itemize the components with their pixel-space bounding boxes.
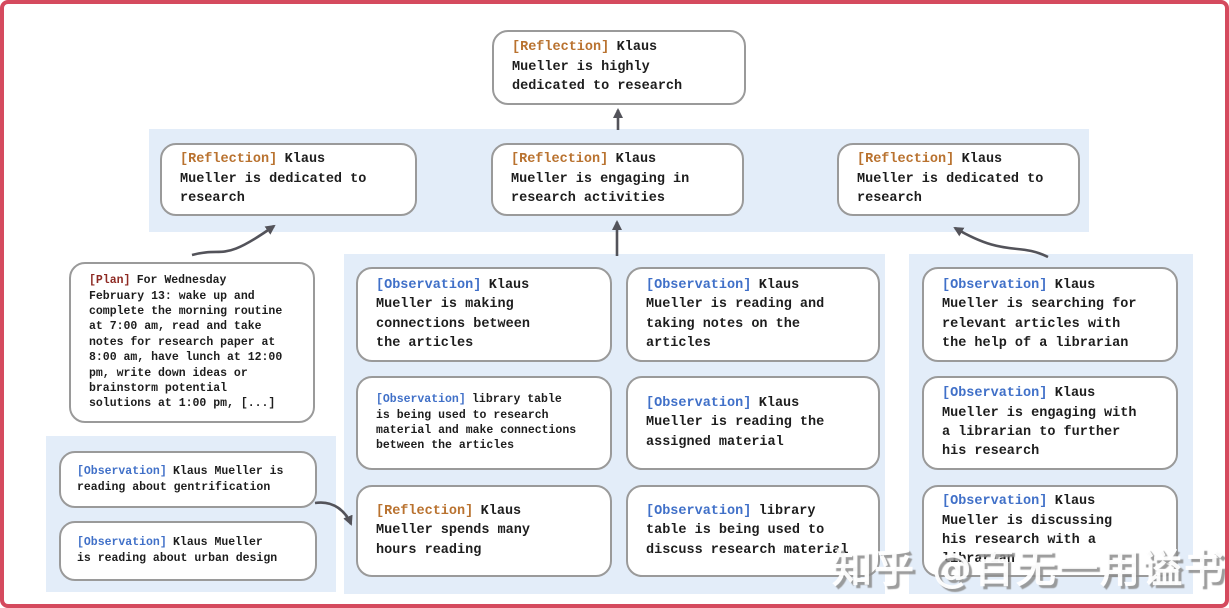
node-text: For Wednesday February 13: wake up and c… [89,274,283,411]
observation-tag: [Observation] [942,386,1048,402]
observation-tag: [Observation] [646,503,752,519]
node-text: Klaus Mueller is reading about gentrific… [77,464,284,494]
node-root-reflection: [Reflection]Klaus Mueller is highly dedi… [492,30,746,105]
node-text: Klaus Mueller is highly dedicated to res… [512,40,683,95]
node-obs-assigned-material: [Observation]Klaus Mueller is reading th… [626,376,880,470]
node-obs-library-research: [Observation]library table is being used… [356,376,612,470]
reflection-tag: [Reflection] [376,503,474,519]
node-obs-taking-notes: [Observation]Klaus Mueller is reading an… [626,267,880,362]
node-obs-library-discuss: [Observation]library table is being used… [626,485,880,577]
node-text: Klaus Mueller is engaging in research ac… [511,152,690,207]
reflection-tag: [Reflection] [857,152,955,168]
node-plan: [Plan]For Wednesday February 13: wake up… [69,262,315,423]
node-obs-discussing-research: [Observation]Klaus Mueller is discussing… [922,485,1178,577]
node-reflection-hours: [Reflection]Klaus Mueller spends many ho… [356,485,612,577]
arrow-plan-to-left-reflection [191,224,276,257]
node-obs-connections: [Observation]Klaus Mueller is making con… [356,267,612,362]
node-reflection-mid: [Reflection]Klaus Mueller is engaging in… [491,143,744,216]
node-text: Klaus Mueller spends many hours reading [376,503,530,558]
observation-tag: [Observation] [942,277,1048,293]
observation-tag: [Observation] [942,494,1048,510]
observation-tag: [Observation] [376,393,466,407]
reflection-tag: [Reflection] [511,152,609,168]
observation-tag: [Observation] [646,277,752,293]
node-text: Klaus Mueller is dedicated to research [857,152,1044,207]
node-text: library table is being used to discuss r… [646,503,849,558]
reflection-tag: [Reflection] [180,152,278,168]
arrow-connectors [191,108,1049,526]
observation-tag: [Observation] [376,277,482,293]
node-text: Klaus Mueller is reading and taking note… [646,277,825,351]
node-obs-gentrification: [Observation]Klaus Mueller is reading ab… [59,451,317,508]
watermark: 知乎 @百无一用谥书生 [832,546,1229,592]
observation-tag: [Observation] [646,395,752,411]
plan-tag: [Plan] [89,274,131,288]
node-text: Klaus Mueller is discussing his research… [942,494,1113,568]
node-text: Klaus Mueller is making connections betw… [376,277,530,351]
node-text: Klaus Mueller is reading about urban des… [77,536,278,565]
node-obs-engaging-librarian: [Observation]Klaus Mueller is engaging w… [922,376,1178,470]
node-reflection-right: [Reflection]Klaus Mueller is dedicated t… [837,143,1080,216]
reflection-tag: [Reflection] [512,40,610,56]
node-obs-searching-articles: [Observation]Klaus Mueller is searching … [922,267,1178,362]
arrow-rightcol-to-right-reflection [953,226,1049,259]
node-text: Klaus Mueller is engaging with a librari… [942,386,1137,460]
observation-tag: [Observation] [77,464,167,478]
node-text: Klaus Mueller is reading the assigned ma… [646,395,825,450]
node-reflection-left: [Reflection]Klaus Mueller is dedicated t… [160,143,417,216]
node-text: library table is being used to research … [376,393,577,453]
arrow-leftobs-to-reflection-hours [314,501,353,526]
node-obs-urban-design: [Observation]Klaus Mueller is reading ab… [59,521,317,581]
observation-tag: [Observation] [77,536,167,550]
node-text: Klaus Mueller is dedicated to research [180,152,367,207]
node-text: Klaus Mueller is searching for relevant … [942,277,1137,351]
